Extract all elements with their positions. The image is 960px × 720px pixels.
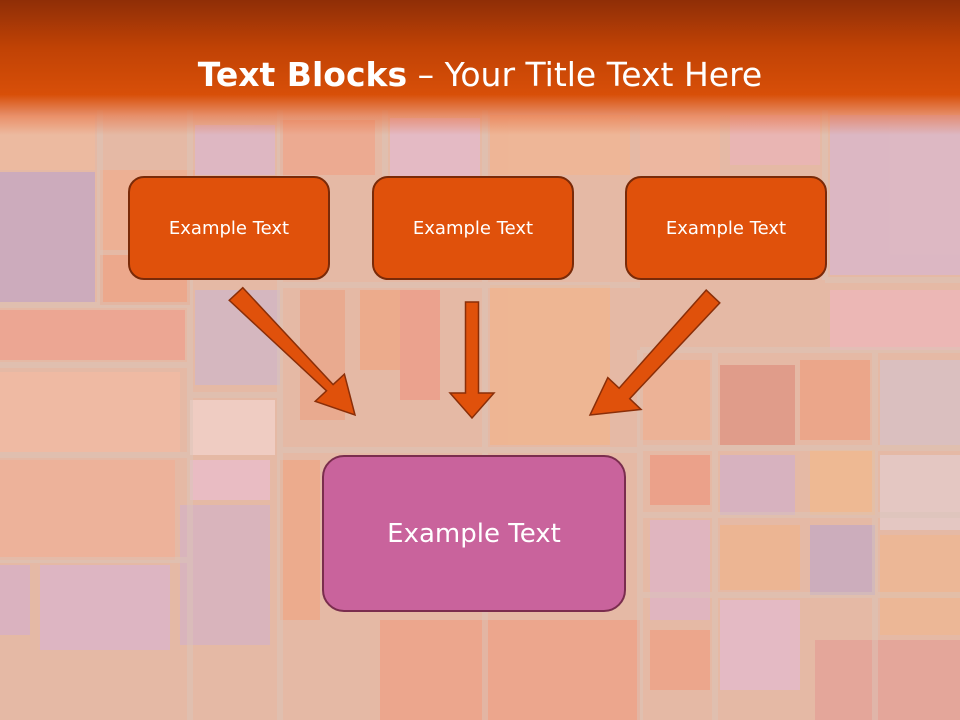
text-block-left[interactable]: Example Text	[128, 176, 330, 280]
arrow-right	[588, 289, 721, 416]
arrow-left	[228, 286, 357, 417]
text-block-middle-label: Example Text	[412, 217, 534, 239]
text-block-left-label: Example Text	[168, 217, 290, 239]
text-block-right-label: Example Text	[665, 217, 787, 239]
title-separator: –	[407, 55, 445, 94]
arrow-middle	[448, 301, 496, 420]
text-block-bottom-label: Example Text	[387, 518, 561, 549]
slide-title: Text Blocks – Your Title Text Here	[0, 52, 960, 98]
text-block-bottom[interactable]: Example Text	[322, 455, 626, 612]
text-block-middle[interactable]: Example Text	[372, 176, 574, 280]
title-bold: Text Blocks	[197, 55, 408, 94]
title-bar	[0, 0, 960, 135]
text-block-right[interactable]: Example Text	[625, 176, 827, 280]
title-rest: Your Title Text Here	[444, 55, 763, 94]
